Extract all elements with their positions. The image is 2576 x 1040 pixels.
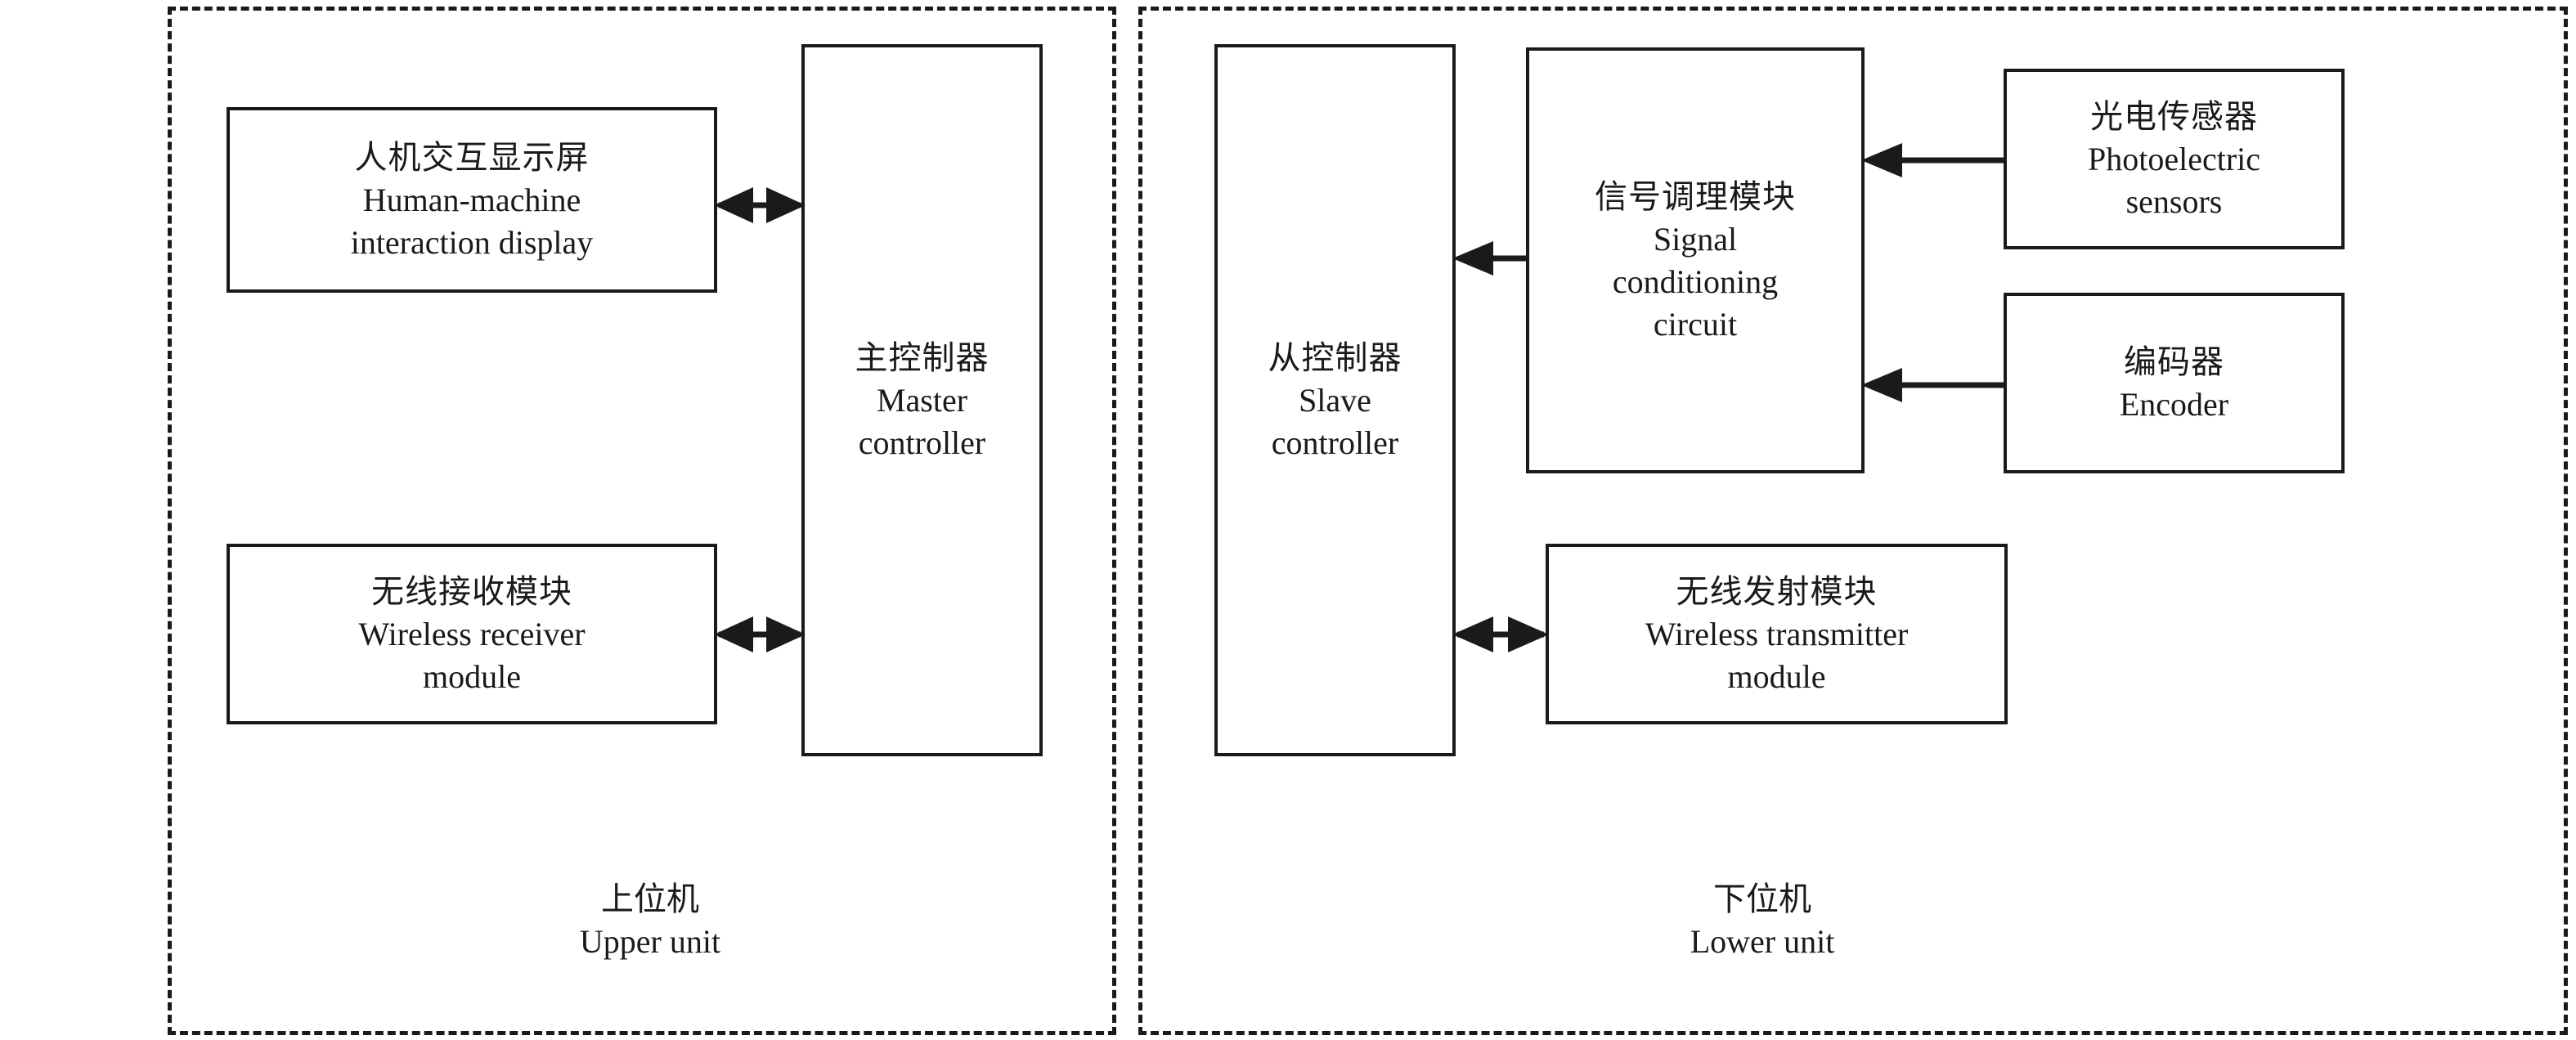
connector-photoelectric-sensors-to-signal-conditioning-arrow-icon <box>1861 141 2007 179</box>
box-label-en-line3: circuit <box>1653 305 1738 343</box>
box-slave-controller[interactable]: 从控制器 Slave controller <box>1214 44 1456 756</box>
box-label-en-line2: module <box>1727 657 1826 695</box>
connector-encoder-to-signal-conditioning-arrow-icon <box>1861 366 2007 404</box>
box-label-en-line1: Signal <box>1653 220 1738 258</box>
connector-hmi-to-master-bidirectional-arrow-icon <box>714 182 806 229</box>
box-label-en-line1: Human-machine <box>362 181 581 218</box>
panel-caption-lower-unit: 下位机 Lower unit <box>1599 878 1926 963</box>
box-label-en-line2: interaction display <box>350 223 594 261</box>
box-label-en: Wireless transmitter module <box>1645 613 1909 698</box>
box-label-en-line1: Encoder <box>2119 385 2229 423</box>
box-label-cn: 无线发射模块 <box>1676 572 1878 610</box>
box-label-cn: 主控制器 <box>855 338 990 376</box>
box-label-en: Master controller <box>859 379 986 464</box>
box-label-en: Slave controller <box>1272 379 1399 464</box>
panel-lower-unit <box>1138 7 2568 1035</box>
box-human-machine-interaction-display[interactable]: 人机交互显示屏 Human-machine interaction displa… <box>227 107 717 293</box>
box-label-en-line1: Master <box>876 381 968 419</box>
box-label-en-line1: Wireless transmitter <box>1645 615 1909 652</box>
connector-wireless-receiver-to-master-bidirectional-arrow-icon <box>714 611 806 658</box>
box-label-cn: 编码器 <box>2124 343 2224 380</box>
box-label-cn: 无线接收模块 <box>371 572 572 610</box>
connector-signal-conditioning-to-slave-arrow-icon <box>1452 240 1529 277</box>
box-wireless-receiver-module[interactable]: 无线接收模块 Wireless receiver module <box>227 544 717 724</box>
box-label-en-line1: Photoelectric <box>2087 140 2261 177</box>
box-label-en-line2: module <box>423 657 521 695</box>
box-label-en-line2: sensors <box>2125 182 2223 220</box>
box-master-controller[interactable]: 主控制器 Master controller <box>801 44 1043 756</box>
box-photoelectric-sensors[interactable]: 光电传感器 Photoelectric sensors <box>2004 69 2345 249</box>
panel-caption-en: Upper unit <box>579 923 721 960</box>
panel-caption-upper-unit: 上位机 Upper unit <box>487 878 814 963</box>
box-wireless-transmitter-module[interactable]: 无线发射模块 Wireless transmitter module <box>1546 544 2008 724</box>
box-label-en-line2: conditioning <box>1612 262 1779 300</box>
panel-upper-unit <box>168 7 1116 1035</box>
box-label-en: Wireless receiver module <box>358 613 585 698</box>
box-label-en: Human-machine interaction display <box>351 179 594 264</box>
box-label-en-line1: Wireless receiver <box>358 615 586 652</box>
box-label-cn: 信号调理模块 <box>1595 177 1796 215</box>
box-label-en: Photoelectric sensors <box>2088 138 2260 223</box>
box-label-en-line2: controller <box>858 424 986 461</box>
box-label-cn: 人机交互显示屏 <box>354 138 590 176</box>
box-label-en: Encoder <box>2120 383 2228 426</box>
box-signal-conditioning-circuit[interactable]: 信号调理模块 Signal conditioning circuit <box>1526 47 1865 473</box>
box-label-cn: 从控制器 <box>1268 338 1402 376</box>
panel-caption-cn: 上位机 <box>601 881 699 917</box>
box-label-en-line1: Slave <box>1299 381 1371 419</box>
box-label-en: Signal conditioning circuit <box>1613 218 1778 346</box>
connector-slave-to-wireless-transmitter-bidirectional-arrow-icon <box>1452 611 1549 658</box>
panel-caption-cn: 下位机 <box>1713 881 1811 917</box>
panel-caption-en: Lower unit <box>1690 923 1835 960</box>
box-label-en-line2: controller <box>1271 424 1399 461</box>
box-label-cn: 光电传感器 <box>2090 97 2258 135</box>
box-encoder[interactable]: 编码器 Encoder <box>2004 293 2345 473</box>
